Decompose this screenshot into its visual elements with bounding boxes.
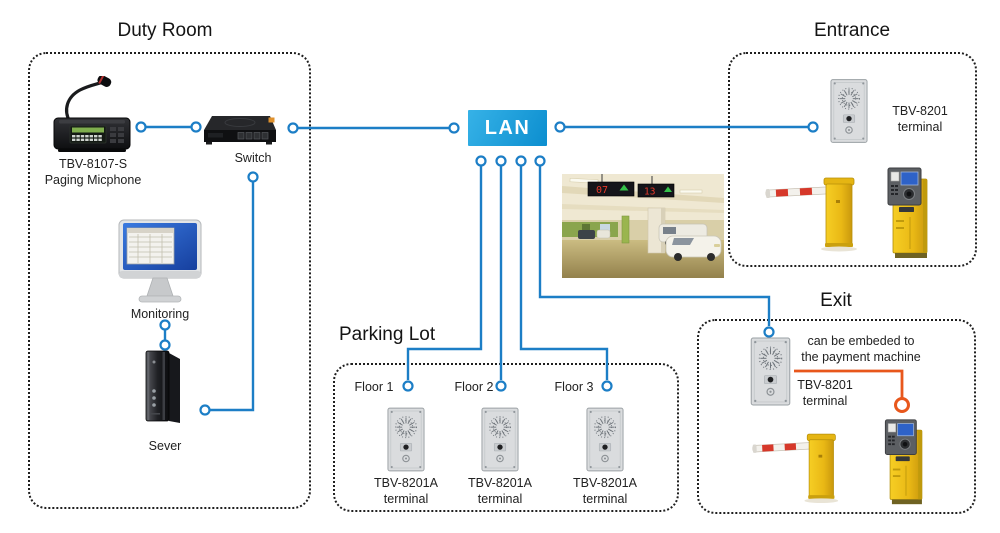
exit-payment-machine-image bbox=[882, 417, 930, 507]
paging-mic-model: TBV-8107-S bbox=[58, 157, 128, 171]
duty-room-box bbox=[28, 52, 311, 509]
exit-box bbox=[697, 319, 976, 514]
floor-3-terminal-type: terminal bbox=[582, 491, 628, 506]
entrance-box bbox=[728, 52, 977, 267]
floor-2-terminal-model: TBV-8201A bbox=[468, 476, 532, 490]
server-label: Sever bbox=[148, 439, 182, 453]
floor-3-terminal-image bbox=[586, 406, 624, 473]
entrance-terminal-image bbox=[830, 78, 868, 144]
parking-lot-title: Parking Lot bbox=[339, 324, 436, 345]
floor-1-terminal-type: terminal bbox=[383, 491, 429, 506]
exit-barrier-gate-image bbox=[751, 426, 841, 506]
exit-terminal-model: TBV-8201 bbox=[797, 378, 853, 392]
floor-2-terminal-image bbox=[481, 406, 519, 473]
floor-3-label: Floor 3 bbox=[554, 380, 594, 394]
entrance-terminal-label: TBV-8201 terminal bbox=[870, 104, 970, 135]
paging-microphone-image bbox=[50, 76, 134, 156]
floor-3-terminal-label: TBV-8201A terminal bbox=[555, 476, 655, 507]
floor-1-terminal-image bbox=[387, 406, 425, 473]
switch-label: Switch bbox=[234, 151, 272, 165]
lan-node: LAN bbox=[468, 110, 547, 146]
entrance-title: Entrance bbox=[813, 20, 891, 41]
server-tower-image bbox=[141, 349, 186, 425]
entrance-payment-machine-image bbox=[885, 165, 935, 261]
monitoring-label: Monitoring bbox=[130, 307, 190, 321]
entrance-terminal-model: TBV-8201 bbox=[892, 104, 948, 118]
exit-note-line1: can be embeded to bbox=[807, 334, 915, 348]
floor-3-terminal-model: TBV-8201A bbox=[573, 476, 637, 490]
entrance-terminal-type: terminal bbox=[897, 119, 943, 134]
parking-garage-photo bbox=[562, 174, 724, 278]
floor-1-label: Floor 1 bbox=[354, 380, 394, 394]
floor-1-terminal-label: TBV-8201A terminal bbox=[356, 476, 456, 507]
wire-lan-floor1 bbox=[406, 166, 483, 380]
floor-1-terminal-model: TBV-8201A bbox=[374, 476, 438, 490]
floor-2-label: Floor 2 bbox=[454, 380, 494, 394]
exit-terminal-type: terminal bbox=[802, 393, 848, 408]
network-switch-image bbox=[198, 108, 278, 150]
exit-title: Exit bbox=[820, 290, 852, 311]
parking-lot-box bbox=[333, 363, 679, 512]
floor-2-terminal-label: TBV-8201A terminal bbox=[450, 476, 550, 507]
paging-mic-label: TBV-8107-S Paging Micphone bbox=[33, 157, 153, 188]
duty-room-title: Duty Room bbox=[117, 20, 213, 41]
entrance-barrier-gate-image bbox=[764, 170, 860, 254]
exit-note: can be embeded to the payment machine bbox=[787, 334, 935, 365]
monitoring-computer-image bbox=[118, 219, 202, 307]
exit-terminal-label: TBV-8201 terminal bbox=[775, 378, 875, 409]
exit-note-line2: the payment machine bbox=[801, 349, 921, 364]
paging-mic-name: Paging Micphone bbox=[44, 172, 142, 187]
floor-2-terminal-type: terminal bbox=[477, 491, 523, 506]
